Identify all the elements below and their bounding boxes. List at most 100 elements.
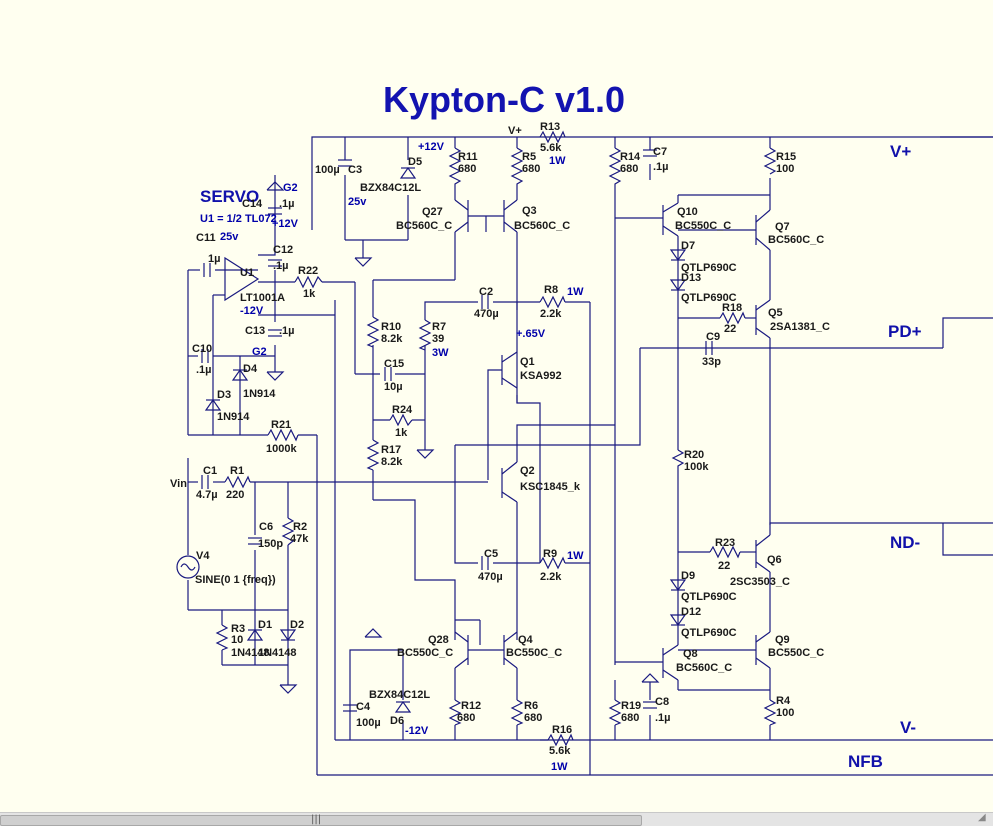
d12-name-label: D12	[681, 606, 701, 618]
q4-value-label: BC550C_C	[506, 647, 562, 659]
c8-name-label: C8	[655, 696, 669, 708]
q5-value-label: 2SA1381_C	[770, 321, 830, 333]
resistor-r16	[547, 733, 574, 747]
ground-symbols	[266, 181, 660, 694]
q4-name-label: Q4	[518, 634, 534, 646]
r15-value-label: 100	[776, 163, 794, 175]
c15-name-label: C15	[384, 358, 404, 370]
d1-value-label: 1N4148	[231, 647, 270, 659]
c2-name-label: C2	[479, 286, 493, 298]
r19-name-label: R19	[621, 700, 641, 712]
q8-name-label: Q8	[683, 648, 698, 660]
r9-rating-label: 1W	[567, 550, 584, 562]
d2-name-label: D2	[290, 619, 304, 631]
q7-value-label: BC560C_C	[768, 234, 824, 246]
d12-value-label: QTLP690C	[681, 627, 737, 639]
r20-value-label: 100k	[684, 461, 709, 473]
c8-value-label: .1µ	[655, 712, 671, 724]
c14-value-label: .1µ	[279, 198, 295, 210]
resistor-r18	[719, 311, 746, 325]
r6-value-label: 680	[524, 712, 542, 724]
q3-name-label: Q3	[522, 205, 537, 217]
resistor-r23	[709, 545, 741, 559]
c14-name-label: C14	[242, 198, 263, 210]
scrollbar-thumb[interactable]: |||	[0, 814, 642, 826]
r7-name-label: R7	[432, 321, 446, 333]
c13-value-label: .1µ	[279, 325, 295, 337]
d4-name-label: D4	[243, 363, 258, 375]
net-vminus: V-	[900, 718, 916, 737]
c7-name-label: C7	[653, 146, 667, 158]
q7-name-label: Q7	[775, 221, 790, 233]
q28-value-label: BC550C_C	[397, 647, 453, 659]
r22-name-label: R22	[298, 265, 318, 277]
d5-value-label: BZX84C12L	[360, 182, 421, 194]
resistor-r3	[215, 624, 229, 651]
q9-value-label: BC550C_C	[768, 647, 824, 659]
c11-rating-label: 25v	[220, 231, 239, 243]
q27-value-label: BC560C_C	[396, 220, 452, 232]
c6-value-label: 150p	[258, 538, 283, 550]
r11-name-label: R11	[458, 151, 478, 163]
net-top-vplus: V+	[508, 125, 522, 137]
resistor-r4	[763, 699, 777, 726]
c9-name-label: C9	[706, 331, 720, 343]
c5-name-label: C5	[484, 548, 498, 560]
d2-value-label: 1N4148	[258, 647, 297, 659]
u1-value-label: LT1001A	[240, 292, 285, 304]
opamp-u1	[224, 256, 260, 302]
resistor-r1	[224, 475, 251, 489]
r7-rating-label: 3W	[432, 347, 449, 359]
resistor-r11	[448, 147, 462, 190]
bias-plus065: +.65V	[516, 328, 546, 340]
diode-d7	[669, 249, 687, 262]
r2-value-label: 47k	[290, 533, 309, 545]
r13-name-label: R13	[540, 121, 560, 133]
resistor-r22	[294, 275, 323, 289]
r20-name-label: R20	[684, 449, 704, 461]
d13-value-label: QTLP690C	[681, 292, 737, 304]
diode-d6	[394, 700, 412, 713]
capacitor-c6	[248, 537, 262, 545]
r9-name-label: R9	[543, 548, 557, 560]
d3-value-label: 1N914	[217, 411, 250, 423]
capacitor-c14	[268, 207, 282, 215]
net-vin: Vin	[170, 478, 187, 490]
c3-value-label: 100µ	[315, 164, 340, 176]
r8-rating-label: 1W	[567, 286, 584, 298]
scrollbar-grip: |||	[311, 814, 322, 825]
diode-d12	[669, 614, 687, 627]
r14-value-label: 680	[620, 163, 638, 175]
c7-value-label: .1µ	[653, 161, 669, 173]
resistor-r6	[510, 699, 524, 726]
resistor-r2	[281, 517, 295, 546]
c4-value-label: 100µ	[356, 717, 381, 729]
r6-name-label: R6	[524, 700, 538, 712]
capacitor-c8	[643, 701, 657, 709]
diode-d2	[279, 629, 297, 642]
u1-name-label: U1	[240, 267, 254, 279]
r9-value-label: 2.2k	[540, 571, 562, 583]
resistor-r20	[671, 449, 685, 470]
servo-plus12: +12V	[272, 218, 299, 230]
resistor-r13	[539, 130, 566, 144]
c11-value-label: 1µ	[208, 253, 220, 265]
part-labels: R135.6k1WR11680R5680R14680C7.1µR15100C31…	[192, 121, 830, 773]
r10-value-label: 8.2k	[381, 333, 403, 345]
servo-minus12: -12V	[240, 305, 264, 317]
zener-minus12: -12V	[405, 725, 429, 737]
q5-name-label: Q5	[768, 307, 783, 319]
c9-value-label: 33p	[702, 356, 721, 368]
q2-value-label: KSC1845_k	[520, 481, 581, 493]
diode-d4	[231, 368, 249, 381]
horizontal-scrollbar[interactable]: |||	[0, 812, 993, 826]
q10-value-label: BC550C_C	[675, 220, 731, 232]
d6-value-label: BZX84C12L	[369, 689, 430, 701]
q1-name-label: Q1	[520, 356, 535, 368]
r16-name-label: R16	[552, 724, 572, 736]
r3-name-label: R3	[231, 623, 245, 635]
q27-name-label: Q27	[422, 206, 443, 218]
resistor-r10	[366, 316, 380, 348]
resize-grip-icon[interactable]: ◢	[978, 812, 986, 823]
